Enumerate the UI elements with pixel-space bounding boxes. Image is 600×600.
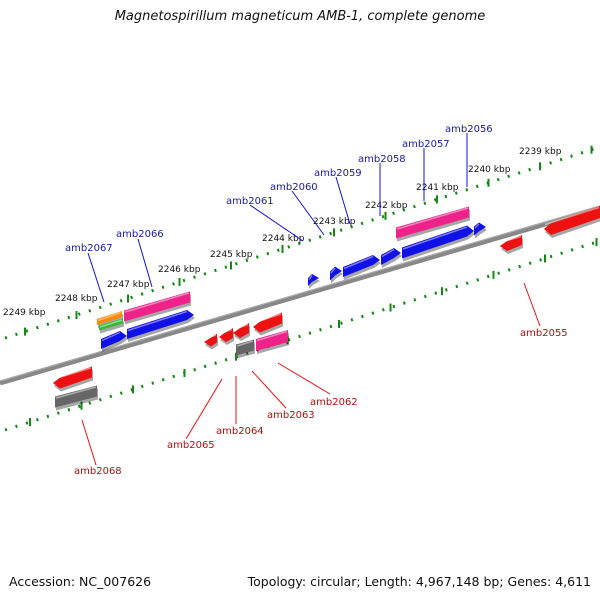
gene-glyph-red-large-highlight — [544, 206, 600, 226]
scale-label: 2248 kbp — [55, 294, 98, 304]
leader-line — [185, 378, 223, 440]
gene-glyph-orange[interactable] — [97, 311, 122, 325]
leader-line — [87, 252, 105, 303]
leader-line — [81, 419, 97, 466]
gene-glyph-amb2059[interactable] — [343, 255, 380, 277]
gene-glyph-gray-a[interactable] — [55, 385, 97, 408]
scale-label: 2243 kbp — [313, 217, 356, 227]
gene-glyph-amb2056-highlight — [474, 223, 480, 229]
scale-label: 2244 kbp — [262, 234, 305, 244]
gene-label-amb2064[interactable]: amb2064 — [216, 426, 264, 437]
gene-label-amb2061[interactable]: amb2061 — [226, 196, 274, 207]
major-ticks-top — [24, 145, 593, 336]
gene-label-amb2066[interactable]: amb2066 — [116, 229, 164, 240]
gene-glyph-gray-b-highlight — [236, 340, 254, 347]
gene-label-amb2056[interactable]: amb2056 — [445, 124, 493, 135]
leader-line — [251, 370, 287, 409]
gene-glyphs — [53, 206, 600, 411]
gene-label-amb2067[interactable]: amb2067 — [65, 243, 113, 254]
gene-glyph-amb2059-highlight — [343, 255, 374, 270]
scale-label: 2240 kbp — [468, 165, 511, 175]
gene-label-amb2068[interactable]: amb2068 — [74, 466, 122, 477]
gene-glyph-pink-b-highlight — [396, 207, 469, 230]
gene-glyph-amb2057-highlight — [402, 226, 468, 250]
gene-glyph-orange-highlight — [97, 311, 122, 322]
genome-backbone-highlight — [0, 205, 600, 382]
scale-label: 2249 kbp — [3, 308, 46, 318]
leader-line — [249, 204, 304, 242]
gene-glyph-pink-a-highlight — [124, 292, 190, 313]
gene-glyph-amb2068[interactable] — [53, 366, 92, 389]
gene-glyph-amb2058-highlight — [381, 248, 395, 258]
gene-glyph-amb2057[interactable] — [402, 225, 474, 259]
gene-glyph-amb2064[interactable] — [219, 328, 233, 342]
gene-label-amb2060[interactable]: amb2060 — [270, 182, 318, 193]
gene-glyph-amb2060[interactable] — [330, 266, 342, 281]
gene-glyph-amb2061[interactable] — [308, 274, 319, 286]
gene-glyph-amb2055[interactable] — [500, 235, 522, 251]
scale-label: 2241 kbp — [416, 183, 459, 193]
gene-glyph-green[interactable] — [99, 318, 123, 331]
leader-lines-top — [87, 133, 468, 303]
gene-glyph-amb2065-highlight — [204, 334, 217, 340]
gene-glyph-pink-b[interactable] — [396, 206, 469, 239]
gene-glyph-amb2065[interactable] — [204, 333, 217, 347]
gene-label-amb2055[interactable]: amb2055 — [520, 328, 568, 339]
genome-backbone — [0, 205, 600, 386]
gene-glyph-amb2060-highlight — [330, 267, 336, 274]
scale-label: 2242 kbp — [365, 201, 408, 211]
gene-glyph-amb2064-highlight — [219, 328, 233, 335]
gene-glyph-green-highlight — [99, 319, 123, 328]
gene-glyph-pink-a[interactable] — [124, 291, 190, 322]
gene-label-amb2059[interactable]: amb2059 — [314, 168, 362, 179]
gene-label-amb2057[interactable]: amb2057 — [402, 139, 450, 150]
leader-line — [277, 362, 331, 395]
gene-glyph-gray-a-highlight — [55, 386, 97, 399]
gene-glyph-amb2061-highlight — [308, 275, 313, 280]
gene-glyph-amb2066-highlight — [127, 310, 188, 332]
gene-glyph-amb2067-highlight — [101, 331, 121, 342]
gene-glyph-amb2063[interactable] — [233, 323, 249, 338]
gene-glyph-amb2066[interactable] — [127, 310, 194, 339]
leader-lines-bottom — [81, 282, 541, 466]
page-title: Magnetospirillum magneticum AMB-1, compl… — [114, 9, 486, 24]
major-ticks-bottom — [29, 238, 598, 427]
leader-line — [291, 190, 325, 236]
gene-glyph-amb2058[interactable] — [381, 248, 401, 265]
gene-glyph-amb2056[interactable] — [474, 222, 486, 236]
accession-text: Accession: NC_007626 — [9, 574, 152, 589]
gene-label-amb2065[interactable]: amb2065 — [167, 440, 215, 451]
scale-label: 2246 kbp — [158, 265, 201, 275]
leader-line — [335, 176, 351, 225]
gene-glyph-amb2055-highlight — [500, 235, 522, 244]
leader-line — [523, 282, 541, 327]
leader-line — [137, 238, 153, 288]
gene-glyph-pink-c-highlight — [256, 330, 288, 342]
scale-track-bottom — [4, 239, 600, 432]
gene-glyph-pink-c[interactable] — [256, 330, 288, 351]
gene-glyph-gray-b[interactable] — [236, 339, 254, 356]
scale-label: 2245 kbp — [210, 250, 253, 260]
topology-text: Topology: circular; Length: 4,967,148 bp… — [247, 574, 591, 589]
gene-glyph-amb2062[interactable] — [253, 312, 282, 333]
gene-label-amb2063[interactable]: amb2063 — [267, 410, 315, 421]
gene-glyph-amb2063-highlight — [233, 323, 249, 331]
gene-labels-top: amb2067 amb2066 amb2061 amb2060 amb2059 … — [65, 124, 493, 254]
scale-labels: 2249 kbp 2248 kbp 2247 kbp 2246 kbp 2245… — [3, 147, 562, 318]
gene-glyph-amb2067[interactable] — [101, 331, 127, 349]
gene-glyph-amb2062-highlight — [253, 313, 282, 324]
scale-label: 2239 kbp — [519, 147, 562, 157]
gene-glyph-amb2068-highlight — [53, 367, 92, 380]
gene-labels-bottom: amb2068 amb2065 amb2064 amb2063 amb2062 … — [74, 328, 568, 477]
gene-glyph-red-large[interactable] — [544, 206, 600, 235]
scale-label: 2247 kbp — [107, 280, 150, 290]
gene-label-amb2058[interactable]: amb2058 — [358, 154, 406, 165]
gene-label-amb2062[interactable]: amb2062 — [310, 397, 358, 408]
